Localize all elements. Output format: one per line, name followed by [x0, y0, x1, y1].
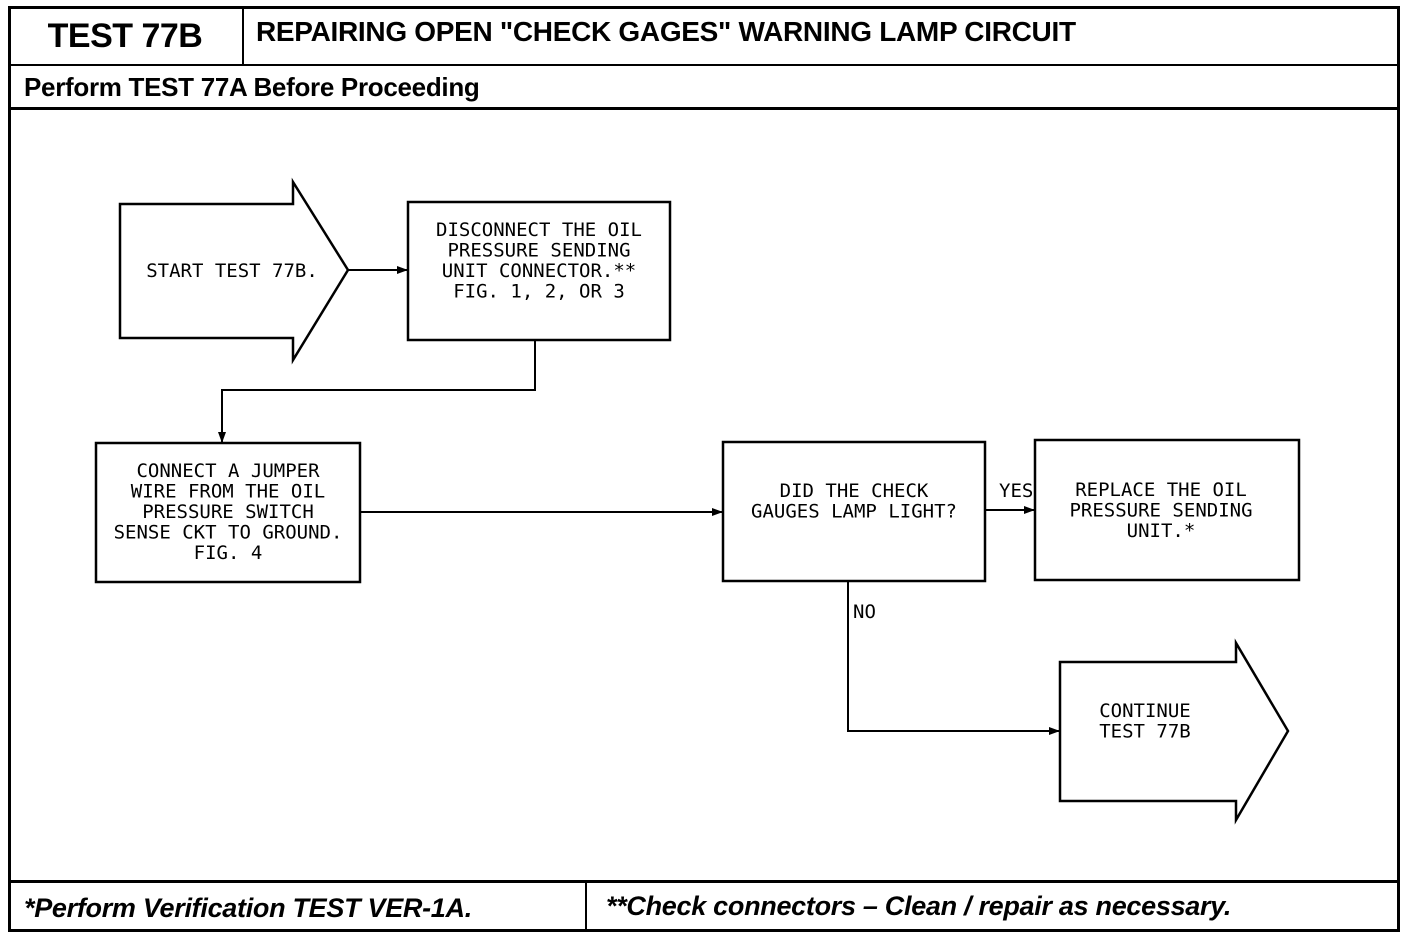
footer-divider — [8, 880, 1400, 883]
box-text-line: TEST 77B — [1099, 721, 1191, 743]
box-text-line: UNIT CONNECTOR.** — [442, 260, 636, 282]
box-text-line: UNIT.* — [1127, 520, 1196, 542]
header-divider — [8, 64, 1400, 66]
box-text-line: GAUGES LAMP LIGHT? — [751, 501, 957, 523]
box-text-line: FIG. 1, 2, OR 3 — [453, 281, 625, 303]
test-id: TEST 77B — [8, 6, 244, 66]
box-text-line: PRESSURE SENDING — [1069, 500, 1252, 522]
box-text-line: DISCONNECT THE OIL — [436, 219, 642, 241]
page-title: REPAIRING OPEN "CHECK GAGES" WARNING LAM… — [256, 16, 1076, 47]
continue-arrow-shape — [1058, 638, 1290, 825]
footer-split — [585, 882, 587, 932]
box-text-line: DID THE CHECK — [780, 480, 929, 502]
yes-label: YES — [999, 480, 1033, 502]
no-label: NO — [853, 601, 876, 623]
box-text-line: FIG. 4 — [194, 542, 263, 564]
page-subtitle: Perform TEST 77A Before Proceeding — [24, 72, 480, 102]
footer-right-note: **Check connectors – Clean / repair as n… — [606, 891, 1232, 921]
box-text-line: PRESSURE SWITCH — [142, 501, 314, 523]
footer-left-note: *Perform Verification TEST VER-1A. — [24, 893, 472, 923]
box-text-line: PRESSURE SENDING — [447, 240, 630, 262]
box-text-line: CONNECT A JUMPER — [136, 460, 320, 482]
start-text: START TEST 77B. — [146, 260, 318, 282]
box-text-line: REPLACE THE OIL — [1075, 479, 1247, 501]
box-text-line: START TEST 77B. — [146, 260, 318, 282]
connector-disconnect-to-jumper — [218, 340, 536, 443]
page-frame — [8, 6, 1400, 932]
connector-question-to-continue — [847, 581, 1060, 735]
start-arrow-shape — [118, 177, 350, 365]
subtitle-divider — [8, 107, 1400, 110]
box-text-line: SENSE CKT TO GROUND. — [114, 522, 343, 544]
box-text-line: WIRE FROM THE OIL — [131, 481, 325, 503]
box-text-line: CONTINUE — [1099, 700, 1191, 722]
